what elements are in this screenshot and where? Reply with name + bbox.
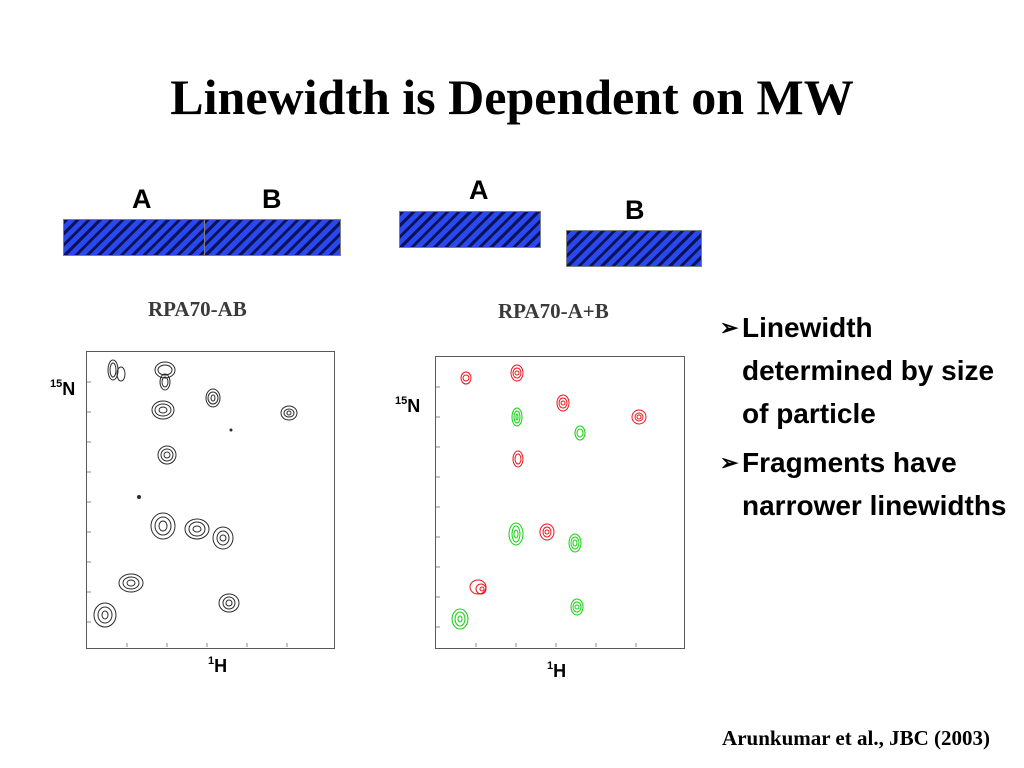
bullet-item-2: ➢ Fragments have narrower linewidths [720, 441, 1010, 527]
right-axis-15n: 15N [395, 395, 421, 416]
left-domain-b-bar [204, 219, 341, 256]
left-spectrum-plot [87, 359, 298, 647]
peak [118, 573, 144, 593]
left-construct-label: RPA70-AB [148, 297, 247, 321]
right-spectrum-plot [436, 364, 647, 647]
peak [570, 598, 584, 616]
peak [157, 445, 177, 465]
slide-title: Linewidth is Dependent on MW [170, 69, 854, 125]
citation: Arunkumar et al., JBC (2003) [722, 726, 990, 750]
right-domain-b-label: B [625, 195, 645, 225]
peak [568, 533, 582, 553]
peak [218, 593, 240, 613]
arrowhead-icon: ➢ [720, 450, 739, 475]
peak [184, 518, 210, 540]
peak [510, 364, 524, 382]
bullet-list: ➢ Linewidth determined by size of partic… [720, 306, 1010, 533]
left-domain-a-bar [63, 219, 205, 256]
left-axis-15n: 15N [50, 378, 76, 399]
right-construct-label: RPA70-A+B [498, 299, 609, 323]
peak [511, 407, 523, 427]
bullet-text-2: Fragments have narrower linewidths [742, 447, 1007, 521]
peak [460, 371, 472, 385]
peak [280, 405, 298, 421]
left-peaks [93, 359, 298, 628]
peak [151, 400, 175, 420]
peak [556, 394, 570, 412]
peak [205, 388, 221, 408]
peak [212, 526, 234, 550]
peak [469, 579, 487, 595]
right-peaks-domain-b [451, 407, 586, 630]
bullet-text-1: Linewidth determined by size of particle [742, 312, 995, 429]
left-hsqc-spectrum [86, 351, 335, 649]
arrowhead-icon: ➢ [720, 315, 739, 340]
peak [150, 512, 176, 540]
peak [512, 450, 524, 468]
peak [154, 361, 176, 391]
noise-dot [137, 495, 141, 499]
peak [107, 359, 126, 382]
peak [93, 602, 117, 628]
left-domain-b-label: B [262, 184, 282, 214]
peak [451, 608, 469, 630]
right-domain-a-label: A [469, 175, 489, 205]
peak [539, 523, 555, 541]
right-peaks-domain-a [460, 364, 647, 595]
bullet-item-1: ➢ Linewidth determined by size of partic… [720, 306, 1010, 435]
right-domain-b-bar [566, 230, 702, 267]
right-hsqc-spectrum [435, 356, 685, 649]
peak [508, 522, 524, 546]
noise-dot [229, 428, 233, 432]
right-axis-1h: 1H [547, 660, 567, 681]
left-domain-a-label: A [132, 184, 152, 214]
peak [631, 409, 647, 425]
peak [574, 425, 586, 441]
right-domain-a-bar [399, 211, 541, 248]
left-axis-1h: 1H [208, 655, 228, 676]
